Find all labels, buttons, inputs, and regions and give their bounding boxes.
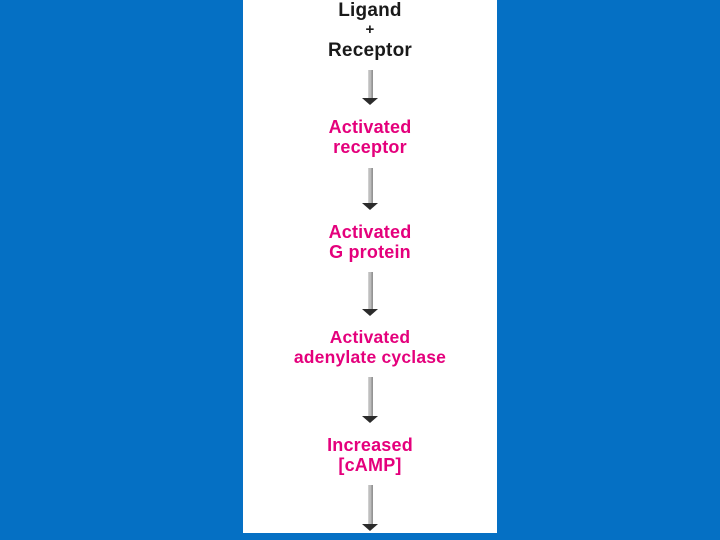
node-activated-g-protein-line2: G protein bbox=[329, 241, 411, 262]
node-increased-camp: Increased [cAMP] bbox=[327, 435, 413, 475]
node-activated-adenylate-cyclase-line2: adenylate cyclase bbox=[293, 346, 447, 367]
node-activated-g-protein: Activated G protein bbox=[329, 222, 412, 262]
arrow-head bbox=[362, 98, 378, 106]
arrow-head bbox=[362, 416, 378, 424]
node-ligand-receptor-line3: Receptor bbox=[328, 40, 412, 62]
flowchart-panel: Ligand + Receptor Activated receptor bbox=[243, 0, 497, 533]
arrow-shaft bbox=[367, 377, 373, 418]
node-activated-adenylate-cyclase-line1: Activated bbox=[329, 326, 411, 347]
node-activated-adenylate-cyclase: Activated adenylate cyclase bbox=[293, 326, 447, 367]
arrow-shaft bbox=[367, 70, 373, 100]
flowchart-stack: Ligand + Receptor Activated receptor bbox=[243, 0, 497, 533]
node-ligand-receptor-plus: + bbox=[365, 21, 375, 39]
arrow-down-icon-2 bbox=[361, 167, 379, 210]
left-blue-band bbox=[0, 0, 243, 540]
arrow-down-icon-5 bbox=[361, 485, 379, 532]
bottom-blue-band bbox=[0, 533, 720, 540]
arrow-down-icon-3 bbox=[361, 271, 379, 316]
arrow-down-icon-1 bbox=[361, 70, 379, 106]
node-activated-receptor-line1: Activated bbox=[328, 117, 412, 138]
node-ligand-receptor: Ligand + Receptor bbox=[328, 0, 412, 61]
node-increased-camp-line1: Increased bbox=[327, 435, 413, 456]
arrow-head bbox=[362, 202, 378, 210]
arrow-head bbox=[362, 524, 378, 532]
node-activated-g-protein-line1: Activated bbox=[328, 221, 412, 242]
arrow-down-icon-4 bbox=[361, 377, 379, 424]
node-increased-camp-line2: [cAMP] bbox=[338, 455, 402, 476]
node-activated-receptor: Activated receptor bbox=[329, 117, 412, 157]
node-activated-receptor-line2: receptor bbox=[333, 137, 407, 158]
node-ligand-receptor-line1: Ligand bbox=[338, 0, 402, 21]
arrow-shaft bbox=[367, 485, 373, 526]
arrow-shaft bbox=[367, 271, 373, 310]
arrow-shaft bbox=[367, 167, 373, 204]
right-blue-band bbox=[497, 0, 720, 540]
arrow-head bbox=[362, 308, 378, 316]
